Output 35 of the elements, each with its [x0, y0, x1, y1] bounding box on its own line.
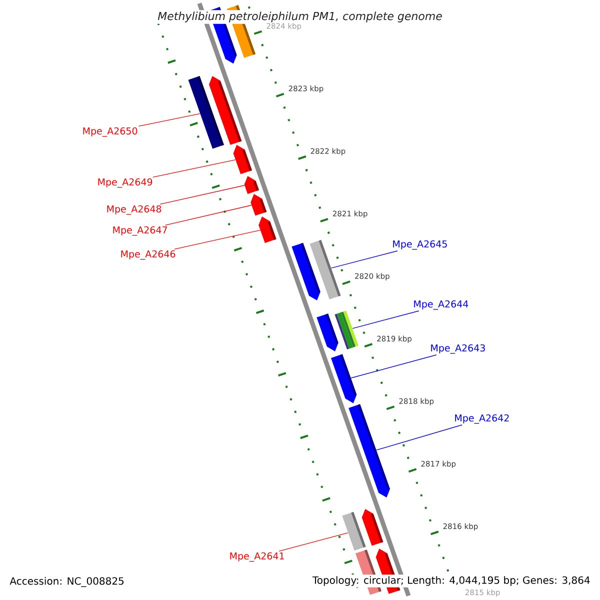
leader-line [352, 310, 420, 329]
title: Methylibium petroleiphilum PM1, complete genome [156, 10, 444, 24]
leader-line [174, 230, 261, 250]
accession-text: Accession: NC_008825 [8, 576, 126, 588]
gene-label: Mpe_A2650 [83, 127, 138, 137]
leader-line [164, 204, 252, 226]
gene-label: Mpe_A2644 [414, 300, 468, 310]
gene-block [208, 76, 242, 145]
leader-line [330, 250, 398, 268]
gene-label: Mpe_A2643 [431, 344, 485, 354]
gene-block [316, 314, 338, 352]
leader-line [350, 354, 437, 378]
gene-block [362, 508, 384, 546]
gene-label: Mpe_A2642 [455, 414, 509, 424]
gene-block [334, 310, 358, 350]
genome-info-text: Topology: circular; Length: 4,044,195 bp; Genes: 3,864 [310, 574, 592, 588]
leader-line [376, 424, 462, 450]
leader-line [152, 160, 236, 178]
gene-label: Mpe_A2641 [230, 552, 284, 562]
gene-label: Mpe_A2649 [98, 178, 152, 188]
gene-block [330, 354, 357, 404]
gene-label: Mpe_A2645 [393, 240, 447, 250]
leader-line [160, 185, 245, 204]
gene-block [244, 176, 259, 194]
gene-block [233, 144, 252, 174]
gene-block [250, 194, 267, 216]
gene-label: Mpe_A2647 [113, 226, 167, 236]
leader-line [138, 113, 200, 126]
gene-label: Mpe_A2648 [107, 205, 162, 215]
gene-block [310, 240, 341, 300]
gene-block [348, 404, 390, 498]
gene-block [342, 512, 366, 551]
gene-label: Mpe_A2646 [121, 250, 176, 260]
leader-line [278, 532, 348, 552]
gene-block [258, 216, 276, 243]
